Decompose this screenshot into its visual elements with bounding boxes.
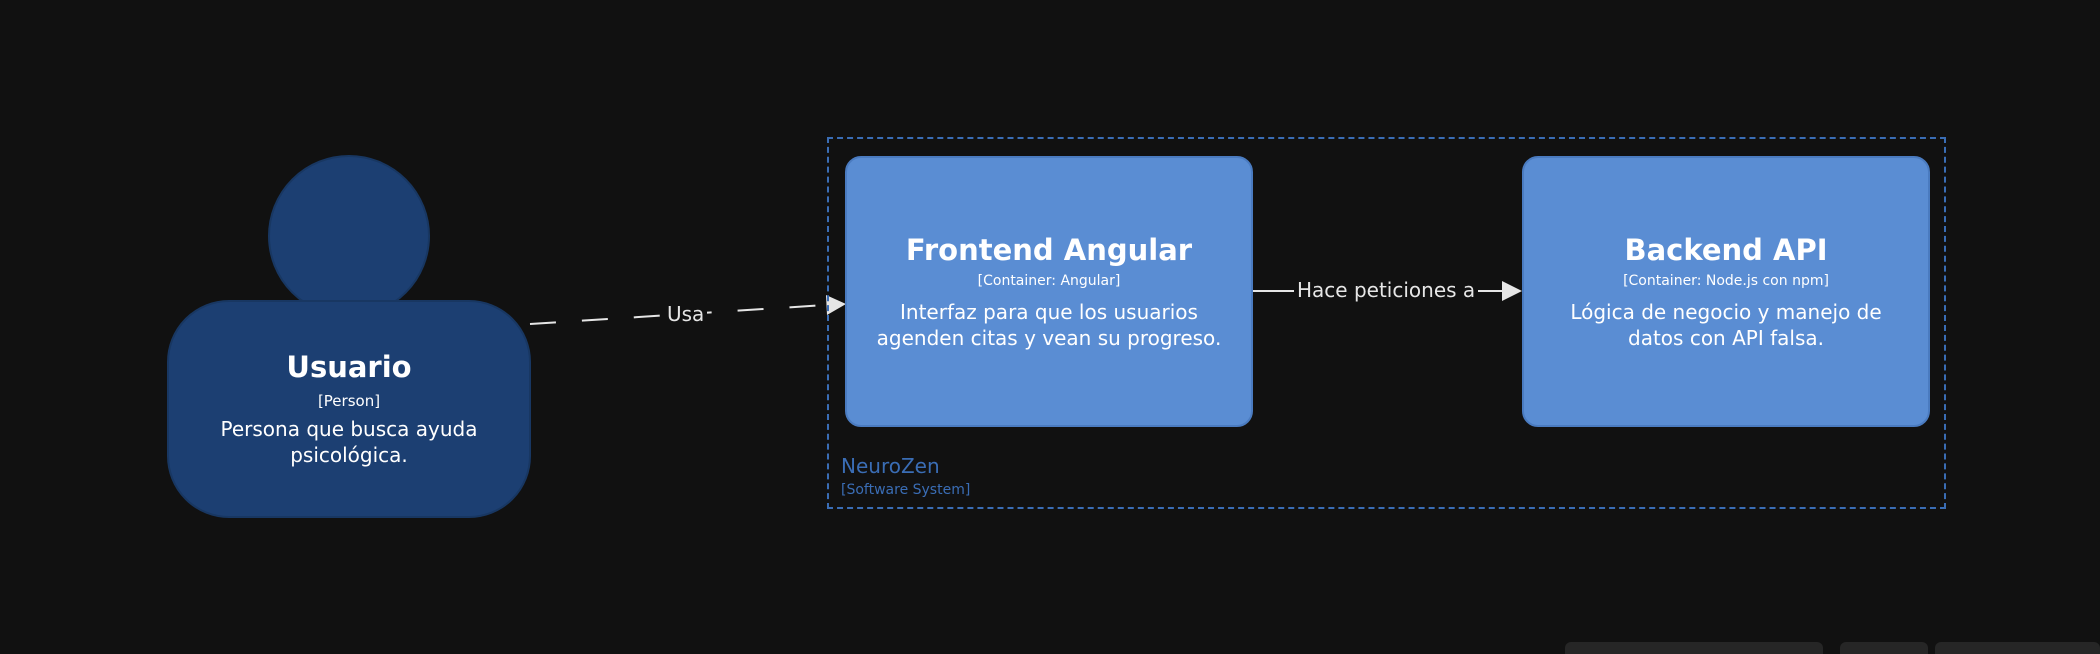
person-head-shape [268, 155, 430, 317]
container-name: Backend API [1624, 233, 1828, 267]
system-boundary-type: [Software System] [841, 482, 971, 498]
relationship-label-hace-peticiones: Hace peticiones a [1294, 278, 1479, 302]
relationship-label-usa: Usa [664, 302, 708, 326]
container-type: [Container: Node.js con npm] [1623, 273, 1829, 289]
person-usuario[interactable]: Usuario [Person] Persona que busca ayuda… [167, 300, 531, 518]
toolbar-segment [1840, 642, 1928, 654]
container-description: Interfaz para que los usuarios agenden c… [876, 300, 1222, 350]
toolbar-segment [1565, 642, 1823, 654]
system-boundary-name: NeuroZen [841, 454, 940, 478]
person-description: Persona que busca ayuda psicológica. [220, 417, 478, 467]
uses-arrowhead [826, 295, 846, 315]
container-description: Lógica de negocio y manejo de datos con … [1570, 300, 1882, 350]
requests-arrowhead [1502, 281, 1522, 301]
container-frontend-angular[interactable]: Frontend Angular [Container: Angular] In… [845, 156, 1253, 427]
container-type: [Container: Angular] [977, 273, 1121, 289]
system-boundary-neurozen[interactable]: NeuroZen [Software System] [827, 137, 1946, 509]
person-type: [Person] [317, 392, 381, 410]
person-name: Usuario [286, 350, 412, 384]
toolbar-segment [1935, 642, 2100, 654]
container-name: Frontend Angular [905, 233, 1193, 267]
container-backend-api[interactable]: Backend API [Container: Node.js con npm]… [1522, 156, 1930, 427]
